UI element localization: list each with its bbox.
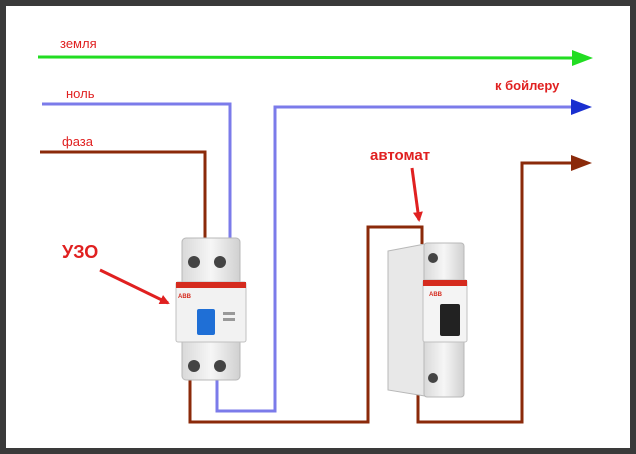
breaker-label: автомат	[370, 147, 430, 164]
ground-wire	[37, 50, 593, 66]
phase-wire	[40, 150, 592, 424]
breaker-pointer-arrow	[410, 167, 423, 222]
phase-label: фаза	[62, 134, 94, 149]
phase-arrowhead	[571, 155, 592, 171]
neutral-arrowhead	[571, 99, 592, 115]
breaker-lever	[440, 304, 460, 336]
rcd-brand: ABB	[178, 294, 192, 300]
breaker-device: ABB	[387, 242, 468, 398]
neutral-wire	[42, 99, 592, 413]
rcd-label: УЗО	[62, 242, 98, 262]
boiler-label: к бойлеру	[495, 78, 560, 93]
rcd-lever	[197, 309, 215, 335]
neutral-label: ноль	[66, 86, 95, 101]
rcd-pointer-arrow	[99, 268, 170, 305]
breaker-brand: ABB	[429, 292, 443, 298]
rcd-device: ABB	[175, 237, 247, 381]
ground-arrowhead	[572, 50, 593, 66]
ground-label: земля	[60, 36, 97, 51]
